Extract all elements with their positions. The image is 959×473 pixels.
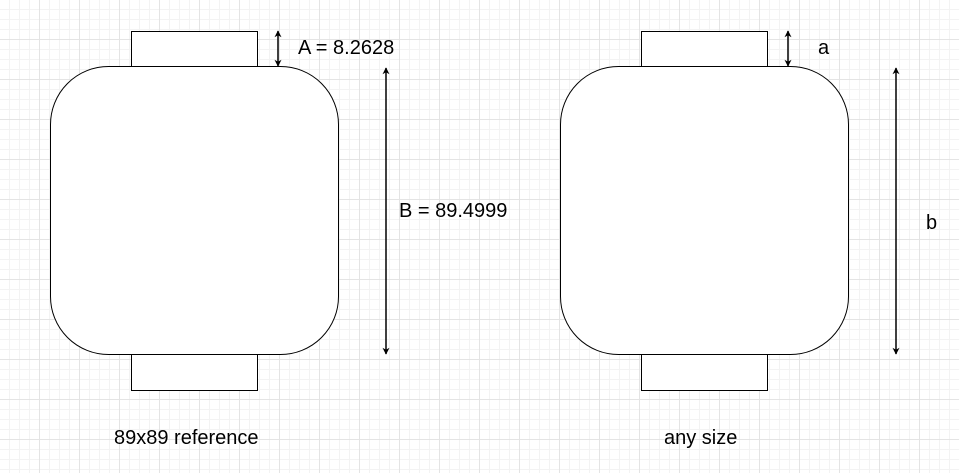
- generic-label-a: a: [818, 37, 830, 59]
- reference-watch: [50, 31, 339, 391]
- generic-watch-body: [560, 66, 849, 355]
- reference-bottom-strap: [131, 354, 258, 391]
- reference-caption: 89x89 reference: [114, 427, 259, 449]
- generic-label-b: b: [926, 212, 938, 234]
- generic-top-strap: [641, 31, 768, 68]
- reference-top-strap: [131, 31, 258, 68]
- generic-bottom-strap: [641, 354, 768, 391]
- reference-label-a: A = 8.2628: [298, 37, 395, 59]
- reference-label-b: B = 89.4999: [399, 200, 508, 222]
- reference-watch-body: [50, 66, 339, 355]
- generic-caption: any size: [664, 427, 738, 449]
- generic-watch: [560, 31, 849, 391]
